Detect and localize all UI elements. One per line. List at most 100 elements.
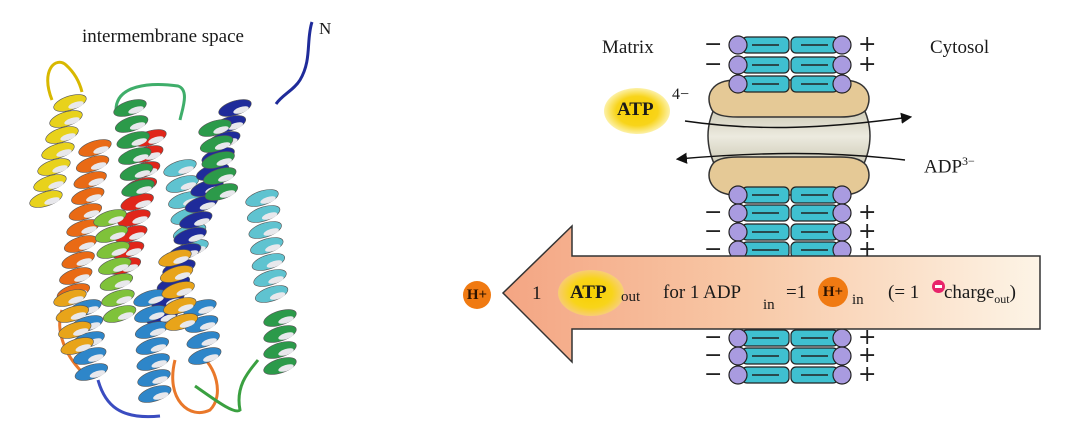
helix-turn (121, 179, 155, 197)
helix-turn (263, 309, 297, 327)
lipid-head (728, 365, 748, 385)
helix-backside (73, 328, 89, 336)
matrix-negative-sign: − (704, 362, 723, 387)
matrix-negative-sign: − (704, 343, 723, 368)
helix-backside (151, 360, 167, 368)
helix-backside (135, 200, 151, 208)
helix-backside (48, 181, 64, 189)
lipid-head (728, 74, 748, 94)
helix-backside (86, 194, 102, 202)
helix-backside (89, 370, 106, 378)
lipid-row (728, 365, 852, 385)
helix-turn (164, 313, 199, 331)
helix-turn (102, 305, 137, 323)
helix-backside (153, 392, 169, 400)
helix-backside (134, 170, 151, 178)
helix-backside (129, 122, 146, 130)
helix-backside (122, 264, 139, 272)
atp-matrix-glow (604, 88, 670, 134)
lipid-head (728, 185, 748, 205)
in-subscript: in (763, 297, 775, 313)
lipid-row (728, 74, 852, 94)
n-terminus-label: N (319, 19, 332, 38)
helix-backside (149, 312, 165, 320)
helix-turn (158, 249, 192, 267)
protein-ribbon-structure (29, 21, 314, 419)
helix-turn (45, 126, 79, 144)
helix-backside (44, 197, 60, 205)
helix-backside (265, 244, 281, 252)
loop-blue-bottom (96, 379, 161, 419)
helix-turn (245, 189, 279, 207)
lipid-row (728, 240, 852, 260)
proton-outside-badge: H+ (463, 281, 491, 309)
helix-turn (59, 267, 93, 285)
lipid-head (728, 35, 748, 55)
helix-turn (53, 94, 87, 112)
atp-charge-label: 4− (672, 86, 690, 103)
helix-backside (68, 101, 84, 109)
helix-backside (260, 196, 276, 204)
helix-backside (160, 314, 176, 322)
helix-backside (129, 232, 145, 240)
helix-backside (266, 260, 283, 268)
helix-backside (278, 364, 294, 372)
helix-turn (137, 369, 171, 387)
helix-turn (118, 147, 152, 165)
lipid-head (832, 222, 852, 242)
helix-backside (132, 216, 148, 224)
lipid-head (832, 365, 852, 385)
helix-backside (88, 178, 104, 186)
helix-turn (173, 227, 207, 245)
stoich-one: 1 (532, 283, 542, 304)
helix-backside (83, 210, 100, 218)
helix-backside (81, 226, 97, 234)
helix-turn (188, 347, 222, 365)
atp-matrix-label: ATP (617, 99, 654, 120)
proton-in-badge: H+ (818, 277, 848, 307)
helix-turn (119, 163, 154, 181)
helix-backside (131, 138, 147, 146)
lipid-head (728, 203, 748, 223)
transporter-cap-bottom (708, 156, 870, 196)
charge-text: chargeout) (944, 282, 1016, 307)
helix-backside (278, 332, 294, 340)
helix-turn (179, 211, 213, 229)
helix-turn (201, 151, 235, 169)
adp-text: ADP (924, 156, 963, 178)
lipid-head (832, 55, 852, 75)
helix-turn (37, 158, 71, 176)
equals-one-text: =1 (786, 282, 807, 303)
helix-backside (174, 272, 191, 280)
helix-turn (55, 305, 90, 323)
helix-backside (113, 264, 129, 272)
helix-backside (90, 162, 107, 170)
matrix-negative-sign: − (704, 237, 723, 262)
helix-backside (52, 165, 68, 173)
helix-backside (233, 106, 249, 114)
helix-backside (116, 296, 132, 304)
helix-turn (58, 321, 92, 339)
helix-backside (173, 256, 189, 264)
helix-turn (263, 325, 297, 343)
helix-turn (253, 269, 287, 287)
out-subscript: out (621, 289, 641, 305)
lipid-row (728, 328, 852, 348)
loop-green-bottom (194, 359, 260, 413)
lipid-head (728, 328, 748, 348)
helix-backside (68, 296, 84, 304)
cytosol-positive-sign: + (858, 237, 877, 262)
lipid-head (832, 74, 852, 94)
helix-turn (68, 203, 103, 221)
helix-backside (150, 344, 167, 352)
helix-turn (29, 190, 63, 208)
helix-turn (163, 297, 197, 315)
helix-backside (114, 280, 131, 288)
lipid-row (728, 55, 852, 75)
helix-backside (145, 152, 161, 160)
cytosol-positive-sign: + (858, 52, 877, 77)
helix-backside (268, 276, 284, 284)
helix-turn (61, 251, 95, 269)
adp-cytosol-label: ADP3− (924, 154, 975, 178)
helix-turn (254, 285, 289, 303)
